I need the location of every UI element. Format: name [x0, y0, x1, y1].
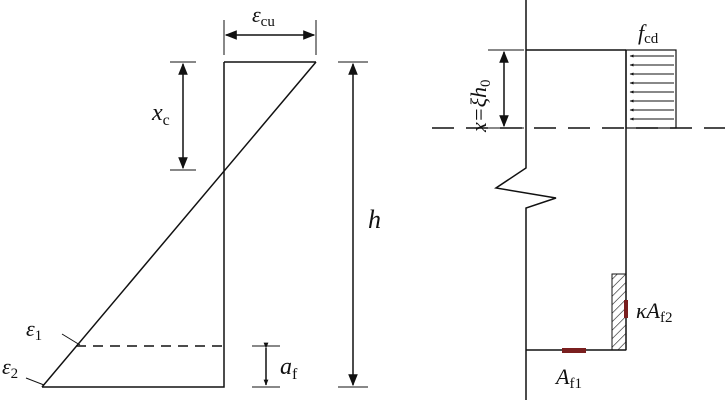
eps1-label: ε1 [26, 316, 42, 344]
rebar-af1-marker [562, 348, 586, 353]
strain-line [41, 61, 317, 388]
rebar-af2-marker [624, 300, 628, 318]
af-label: af [280, 354, 298, 383]
kappa-af2-label: κAf2 [636, 298, 673, 326]
h-label: h [368, 205, 381, 234]
eps2-leader [25, 377, 45, 386]
stress-arrows [629, 54, 674, 121]
eps-cu-label: εcu [252, 2, 275, 30]
strain-diagram [25, 20, 368, 388]
fcd-label: fcd [638, 20, 659, 47]
tension-hatch [611, 273, 627, 351]
eps1-leader [61, 333, 81, 346]
xc-label: xc [151, 100, 170, 129]
eps2-label: ε2 [2, 354, 18, 382]
stress-block [625, 49, 677, 129]
x-xi-h0-label: x=ξh0 [466, 79, 494, 133]
af1-label: Af1 [554, 364, 582, 392]
stress-diagram [432, 0, 725, 400]
member-left-edge [494, 0, 557, 400]
